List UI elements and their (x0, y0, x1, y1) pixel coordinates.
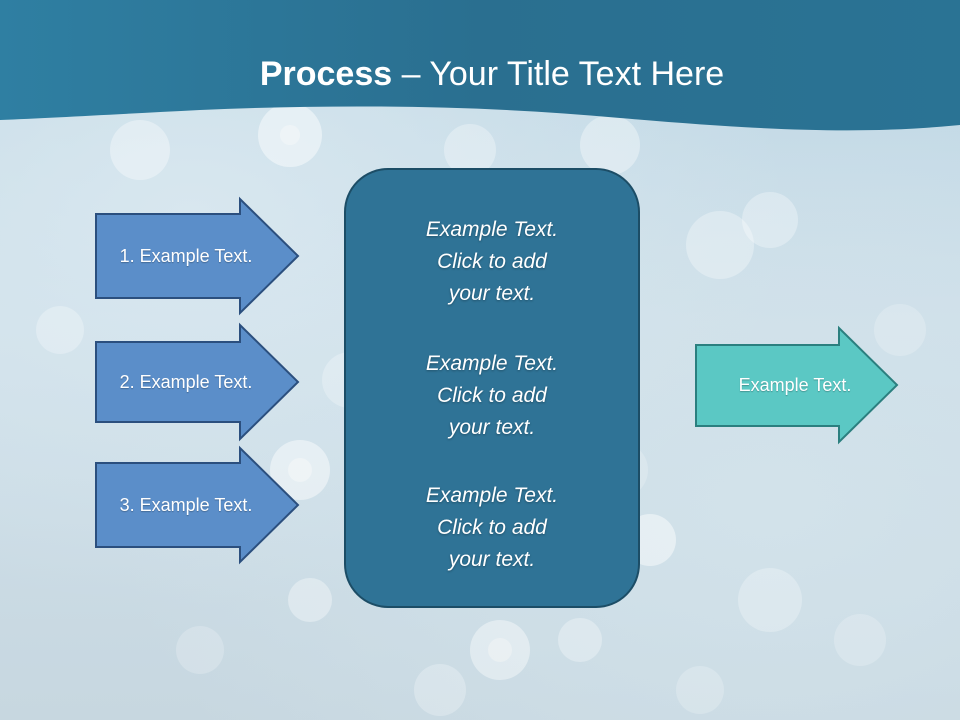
process-paragraph-1-line-2: Click to add (437, 250, 547, 273)
process-paragraph-3-line-1: Example Text. (425, 484, 559, 507)
process-paragraph-2-line-3: your text. (448, 416, 536, 439)
process-paragraph-2-line-1: Example Text. (425, 352, 559, 375)
process-paragraph-3: Example Text. Click to add your text. (346, 480, 638, 576)
title-rest: – Your Title Text Here (392, 55, 725, 93)
input-arrow-3-label: 3. Example Text. (119, 494, 253, 515)
process-paragraph-2: Example Text. Click to add your text. (346, 348, 638, 444)
input-arrow-3[interactable]: 3. Example Text. (95, 445, 300, 565)
input-arrow-1[interactable]: 1. Example Text. (95, 196, 300, 316)
output-arrow[interactable]: Example Text. (695, 325, 899, 445)
page-title: Process – Your Title Text Here (0, 52, 960, 96)
process-paragraph-2-line-2: Click to add (437, 384, 547, 407)
process-paragraph-1: Example Text. Click to add your text. (346, 214, 638, 310)
process-paragraph-3-line-3: your text. (448, 548, 536, 571)
header-band (0, 0, 960, 131)
input-arrow-2-label: 2. Example Text. (119, 371, 253, 392)
title-bold: Process (259, 55, 393, 93)
process-paragraph-1-line-1: Example Text. (425, 218, 559, 241)
process-box[interactable]: Example Text. Click to add your text. Ex… (344, 168, 640, 608)
input-arrow-2[interactable]: 2. Example Text. (95, 322, 300, 442)
input-arrow-1-label: 1. Example Text. (119, 245, 253, 266)
process-paragraph-3-line-2: Click to add (437, 516, 547, 539)
process-paragraph-1-line-3: your text. (448, 282, 536, 305)
output-arrow-label: Example Text. (738, 374, 852, 395)
